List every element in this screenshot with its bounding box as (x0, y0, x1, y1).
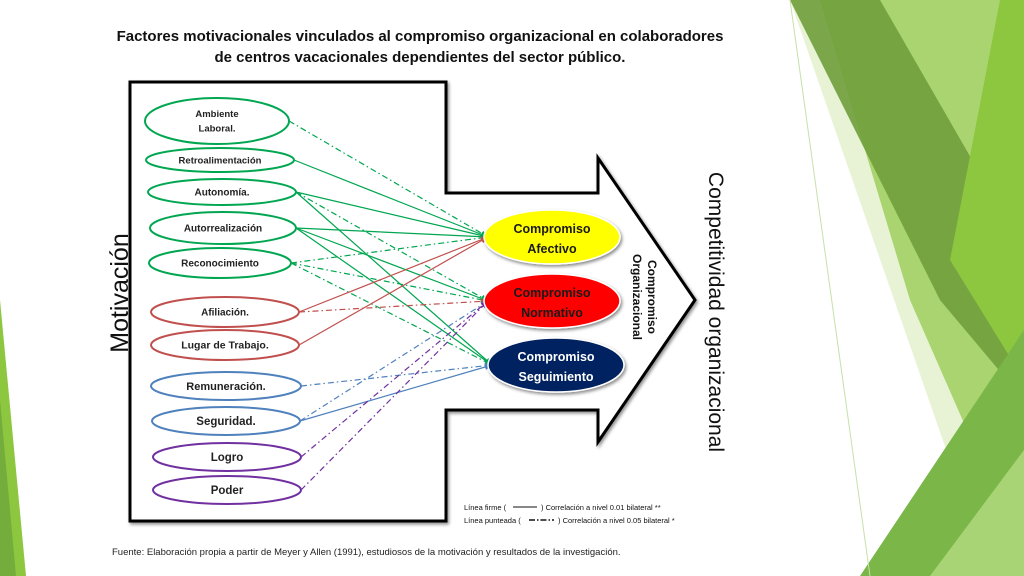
factor-label: Afiliación. (201, 308, 249, 319)
connection-poder-normativo (300, 300, 489, 491)
factor-poder: Poder (152, 475, 302, 505)
factor-label: Poder (211, 485, 244, 497)
compromiso-organizacional-line1: Compromiso (645, 260, 659, 334)
connection-reconocimiento-afectivo (290, 236, 489, 264)
connection-lines (288, 120, 493, 491)
factor-lugar: Lugar de Trabajo. (150, 329, 300, 361)
right-decor-line (789, 0, 871, 576)
diagram-title: Factores motivacionales vinculados al co… (100, 26, 740, 68)
commitment-label: Seguimiento (518, 370, 593, 384)
commitment-label: Compromiso (513, 286, 590, 300)
connection-afiliacion-afectivo (298, 236, 489, 313)
factor-label: Autonomía. (195, 188, 250, 199)
factor-label: Remuneración. (186, 381, 265, 393)
source-note: Fuente: Elaboración propia a partir de M… (112, 547, 621, 558)
commitment-label: Afectivo (527, 242, 577, 256)
connection-remuneracion-seguimiento (300, 364, 493, 387)
factor-logro: Logro (152, 442, 302, 472)
factor-label: Logro (211, 452, 244, 464)
right-decor-dark (790, 0, 1024, 400)
legend-dashed-prefix: Línea punteada ( (464, 516, 521, 525)
connection-autorrealizacion-seguimiento (295, 227, 493, 366)
factor-label: Lugar de Trabajo. (181, 340, 269, 352)
factor-label: Seguridad. (196, 416, 255, 428)
legend-solid-prefix: Línea firme ( (464, 503, 507, 512)
factor-autorrealizacion: Autorrealización (149, 211, 297, 245)
connection-retroalimentacion-afectivo (293, 159, 489, 238)
factor-afiliacion: Afiliación. (150, 296, 300, 328)
legend-dashed-suffix: ) Correlación a nivel 0.05 bilateral * (558, 516, 675, 525)
compromiso-organizacional-line2: Organizacional (630, 254, 644, 340)
connection-autonomia-afectivo (295, 191, 489, 238)
factor-label: Ambiente (195, 109, 238, 120)
legend: Línea firme ( ) Correlación a nivel 0.01… (464, 503, 675, 525)
right-decor-bright (950, 0, 1024, 380)
connection-lugar-afectivo (298, 236, 489, 346)
factor-ellipse (150, 296, 300, 328)
factor-autonomia: Autonomía. (147, 178, 297, 206)
factor-ellipse (150, 371, 302, 401)
connection-ambiente-afectivo (288, 120, 489, 238)
connection-afiliacion-normativo (298, 300, 489, 313)
connection-reconocimiento-normativo (290, 262, 489, 302)
left-corner-shape-dark (0, 400, 16, 576)
factor-label: Autorrealización (184, 224, 262, 235)
commitment-ellipses: CompromisoAfectivoCompromisoNormativoCom… (483, 209, 625, 393)
factor-remuneracion: Remuneración. (150, 371, 302, 401)
factor-ellipse (151, 406, 301, 436)
factor-ellipse (152, 475, 302, 505)
commitment-ellipse (487, 337, 625, 393)
connection-autorrealizacion-normativo (295, 227, 489, 302)
factor-ellipse (152, 442, 302, 472)
commitment-label: Compromiso (513, 222, 590, 236)
commitment-ellipse (483, 273, 621, 329)
connection-reconocimiento-seguimiento (290, 262, 493, 366)
connection-seguridad-normativo (299, 300, 489, 422)
factor-ellipse (145, 147, 295, 173)
factor-reconocimiento: Reconocimiento (148, 247, 292, 279)
connection-autonomia-normativo (295, 191, 489, 302)
commitment-ellipse (483, 209, 621, 265)
factor-ellipse (150, 329, 300, 361)
factor-retroalimentacion: Retroalimentación (145, 147, 295, 173)
commitment-label: Compromiso (517, 350, 594, 364)
competitividad-label: Competitividad organizacional (704, 172, 727, 452)
factor-seguridad: Seguridad. (151, 406, 301, 436)
factor-ellipse (148, 247, 292, 279)
connection-seguridad-seguimiento (299, 364, 493, 422)
motivacion-label: Motivación (106, 233, 134, 353)
commitment-label: Normativo (521, 306, 583, 320)
factor-label: Retroalimentación (179, 155, 262, 166)
connection-autonomia-seguimiento (295, 191, 493, 366)
connection-autorrealizacion-afectivo (295, 227, 489, 238)
title-line-1: Factores motivacionales vinculados al co… (116, 28, 724, 45)
factor-ellipse (144, 97, 290, 145)
factor-ellipse (147, 178, 297, 206)
right-decor-bottom-light (930, 450, 1024, 576)
factor-ellipse (149, 211, 297, 245)
factor-label: Laboral. (199, 124, 236, 135)
factor-label: Reconocimiento (181, 259, 259, 270)
connection-logro-normativo (300, 300, 489, 458)
title-line-2: de centros vacacionales dependientes del… (214, 49, 626, 66)
legend-solid-suffix: ) Correlación a nivel 0.01 bilateral ** (541, 503, 661, 512)
